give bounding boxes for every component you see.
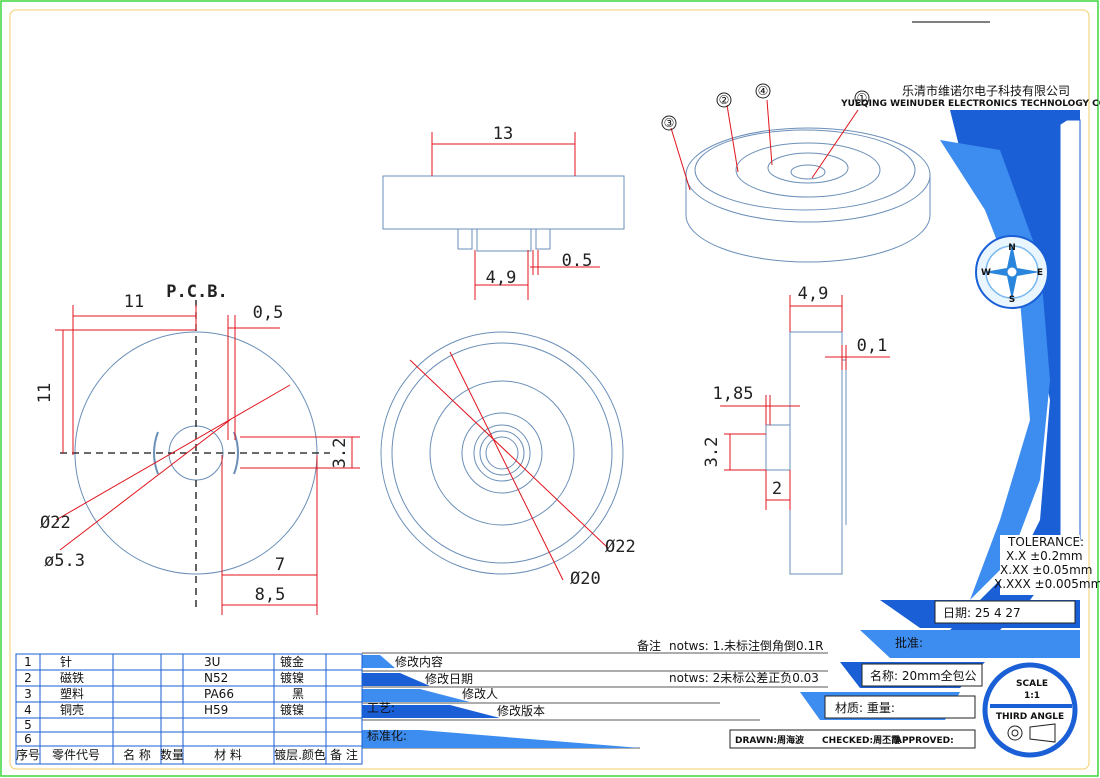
iso-callouts [661,83,870,131]
iso-view [685,127,931,263]
checked-field: CHECKED:周丕霞 [822,735,901,746]
bom-part: 塑料 [60,686,84,701]
bom-finish: 黑 [292,687,304,701]
inner-border [9,9,1090,770]
tolerance-line: X.XXX ±0.005mm [994,577,1100,591]
side-dim-32: 3.2 [702,437,722,468]
company-name-en: YUEQING WEINUDER ELECTRONICS TECHNOLOGY … [840,99,1100,109]
callout-3: ③ [664,116,675,130]
bom-no: 4 [24,703,32,717]
pcb-dim-32: 3.2 [330,438,350,469]
bom-header: 镀层.颜色 [274,747,326,762]
bom-header: 零件代号 [52,748,100,762]
pcb-dim-7: 7 [275,555,285,575]
material-field: 材质: 重量: [835,701,895,715]
callout-1: ① [857,91,868,105]
notes-blue [362,655,640,748]
title-block: 日期: 25 4 27 批准: 名称: 20mm全包公 材质: 重量: DRAW… [729,600,1076,749]
bom-header: 材 料 [214,748,242,762]
compass-w: W [981,268,991,278]
bom-mat: N52 [204,671,228,685]
callout-4: ④ [758,84,769,98]
bom-no: 2 [24,671,32,685]
side-view [765,331,847,575]
side-dim-185: 1,85 [713,384,754,404]
pcb-dim-d22: Ø22 [40,513,71,533]
bom-part: 铜壳 [60,702,84,717]
pcb-title: P.C.B. [166,282,227,302]
change-person: 修改人 [462,686,498,701]
change-version: 修改版本 [497,703,545,718]
pcb-dim-x: 11 [124,292,144,312]
pcb-dim-d53: ø5.3 [44,551,85,571]
bom-finish: 镀镍 [280,671,304,685]
bom-no: 6 [24,732,32,746]
bom-finish: 镀金 [280,654,304,669]
tolerance-line: X.X ±0.2mm [1006,549,1083,563]
top-view [382,175,625,252]
approved-field: APPROVED: [895,736,954,746]
tolerance-block: TOLERANCE: X.X ±0.2mm X.XX ±0.05mm X.XXX… [994,535,1100,595]
approve-field: 批准: [895,635,923,650]
bom-mat: PA66 [204,687,234,701]
dims-side [720,295,890,510]
bom-header: 备 注 [330,747,358,762]
dim-leg-width: 0.5 [562,251,593,271]
scale-badge: SCALE 1:1 THIRD ANGLE [982,662,1078,758]
pcb-dim-y: 11 [35,383,55,403]
compass-n: N [1008,243,1016,253]
change-date: 修改日期 [425,671,473,686]
note-remark: 备注 [637,638,661,653]
scale-value: 1:1 [1024,691,1040,701]
pcb-dim-85: 8,5 [255,585,286,605]
dims-top [431,132,600,300]
callout-2: ② [719,93,730,107]
dim-width: 13 [493,124,513,144]
note-1: notws: 1.未标注倒角倒0.1R [669,638,823,653]
angle-label: THIRD ANGLE [996,712,1064,722]
date-field: 日期: 25 4 27 [943,606,1021,620]
dims-pcb [55,305,360,615]
bom-table [15,653,363,765]
change-content: 修改内容 [395,654,443,669]
scale-title: SCALE [1016,679,1048,689]
note-2: notws: 2未标公差正负0.03 [669,671,819,685]
front-view [380,331,624,575]
bom-header: 名 称 [123,747,151,762]
bom-part: 针 [60,654,72,669]
bom-mat: 3U [204,655,220,669]
tolerance-line: X.XX ±0.05mm [1000,563,1092,577]
bom-rows: 1 针 3U 镀金 2 磁铁 N52 镀镍 3 塑料 PA66 黑 4 铜壳 H… [24,654,304,746]
bom-no: 3 [24,687,32,701]
iso-leaders [670,99,859,191]
bom-no: 5 [24,718,32,732]
pcb-dim-hole: 0,5 [253,303,284,323]
name-field: 名称: 20mm全包公 [870,668,977,683]
bom-part: 磁铁 [60,670,84,685]
bom-header: 数量 [160,747,184,762]
side-dim-2: 2 [772,479,782,499]
company-name-cn: 乐清市维诺尔电子科技有限公司 [902,83,1070,98]
dim-leg-span: 4,9 [486,268,517,288]
bom-no: 1 [24,655,32,669]
standard-label: 标准化: [367,729,407,743]
drawn-field: DRAWN:周海波 [735,734,805,746]
front-dim-d20: Ø20 [570,569,601,589]
compass-icon: N E S W [975,235,1049,309]
process-label: 工艺: [367,701,395,715]
front-dim-d22: Ø22 [605,537,636,557]
compass-e: E [1037,268,1043,278]
pcb-centerlines [60,300,330,610]
bom-headers: 序号 零件代号 名 称 数量 材 料 镀层.颜色 备 注 [16,747,358,762]
side-dim-thk: 4,9 [798,284,829,304]
front-leaders [409,351,609,581]
side-dim-gap: 0,1 [857,336,888,356]
bom-mat: H59 [204,703,228,717]
tolerance-title: TOLERANCE: [1007,535,1084,549]
bom-header: 序号 [16,747,40,762]
bom-finish: 镀镍 [280,703,304,717]
compass-s: S [1009,295,1015,305]
